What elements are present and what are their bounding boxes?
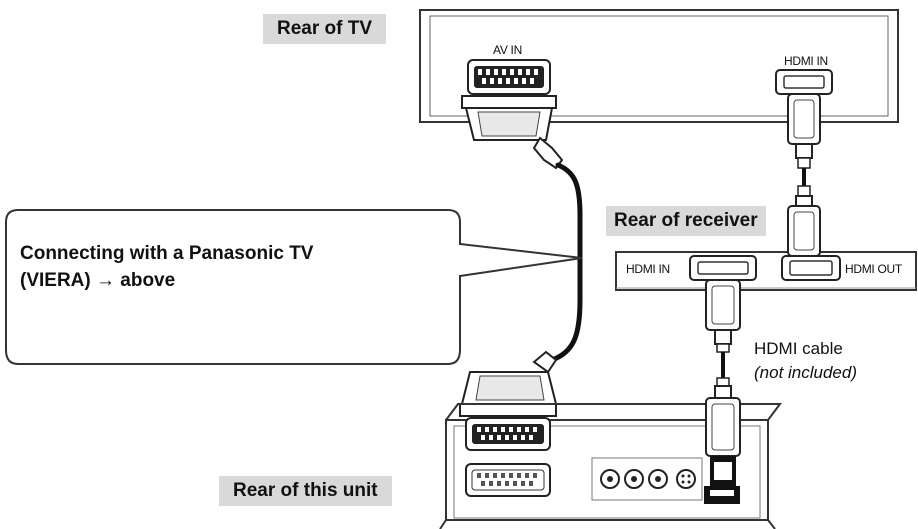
av-in-label: AV IN xyxy=(493,43,522,57)
scart-plug-bottom xyxy=(459,350,558,417)
unit-hdmi-socket xyxy=(704,486,740,504)
hdmi-cable-tv-receiver xyxy=(787,93,821,257)
receiver-hdmi-in-socket xyxy=(689,255,757,281)
unit-av-output-group xyxy=(591,457,703,501)
unit-scart-socket-1 xyxy=(465,417,551,451)
callout-bubble xyxy=(5,209,583,365)
rear-receiver-label: Rear of receiver xyxy=(606,206,766,236)
rear-tv-label: Rear of TV xyxy=(263,14,387,44)
unit-scart-socket-2 xyxy=(465,463,551,497)
callout-line-1: Connecting with a Panasonic TV xyxy=(20,243,314,264)
hdmi-cable-note: (not included) xyxy=(754,363,858,382)
receiver-rear-panel xyxy=(615,251,917,291)
receiver-hdmi-in-label: HDMI IN xyxy=(626,262,670,276)
tv-hdmi-in-socket xyxy=(775,69,833,95)
hdmi-cable-receiver-unit xyxy=(705,279,741,486)
tv-hdmi-in-label: HDMI IN xyxy=(784,54,828,68)
hdmi-cable-label: HDMI cable xyxy=(754,339,843,358)
callout-line-2: (VIERA) → above xyxy=(20,270,176,291)
receiver-hdmi-out-label: HDMI OUT xyxy=(845,262,902,276)
scart-cable xyxy=(549,162,583,363)
receiver-hdmi-out-socket xyxy=(781,255,841,281)
rear-unit-label: Rear of this unit xyxy=(219,476,392,506)
tv-scart-socket xyxy=(467,59,551,95)
scart-plug-top xyxy=(461,95,564,170)
callout-text: Connecting with a Panasonic TV (VIERA) →… xyxy=(20,240,440,294)
